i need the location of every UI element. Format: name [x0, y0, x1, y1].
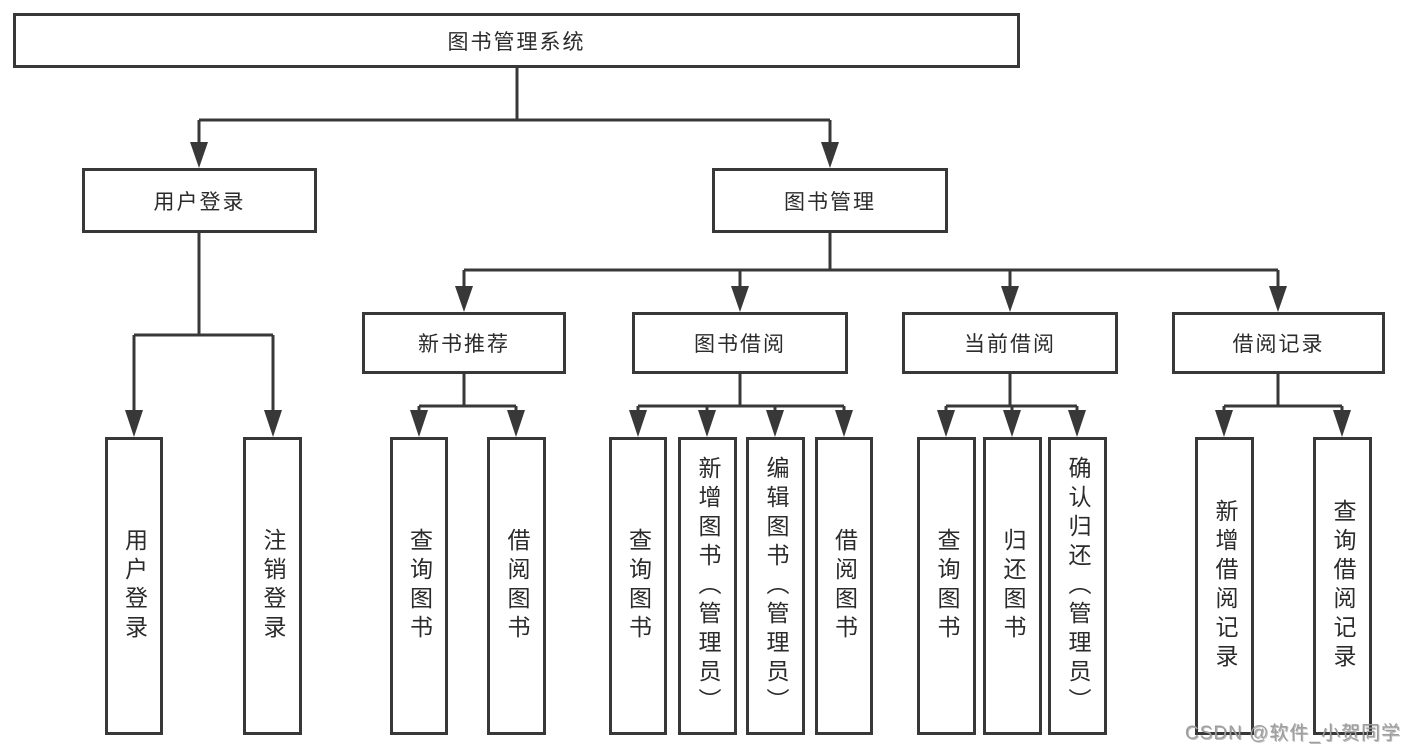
connector-root — [197, 68, 832, 143]
connector-book-mgmt — [462, 233, 1280, 287]
leaf-confirm-return-admin: 确认归还（管理员） — [1048, 437, 1107, 735]
arrowhead — [264, 410, 282, 437]
arrowhead — [937, 410, 955, 437]
node-new-book-recommend: 新书推荐 — [362, 312, 566, 374]
arrowhead — [410, 410, 428, 437]
leaf-borrow-query-books: 查询图书 — [609, 437, 667, 735]
arrowhead — [698, 410, 716, 437]
arrowhead — [1001, 286, 1019, 312]
node-user-login-group: 用户登录 — [82, 168, 317, 233]
node-book-management: 图书管理 — [712, 168, 948, 233]
leaf-borrow-books: 借阅图书 — [815, 437, 873, 735]
node-current-borrowing: 当前借阅 — [902, 312, 1118, 374]
connector-new-books — [417, 374, 518, 412]
arrowhead — [766, 410, 784, 437]
leaf-newbook-query-books: 查询图书 — [390, 437, 448, 735]
arrowhead — [1215, 410, 1233, 437]
leaf-current-query-books: 查询图书 — [917, 437, 976, 735]
arrowhead — [1269, 286, 1287, 312]
connector-current — [944, 374, 1079, 412]
arrowhead — [1068, 410, 1086, 437]
leaf-edit-books-admin: 编辑图书（管理员） — [746, 437, 805, 735]
csdn-watermark: CSDN @软件_小贺同学 — [1185, 723, 1401, 744]
arrowhead — [1333, 410, 1351, 437]
leaf-add-borrow-record: 新增借阅记录 — [1195, 437, 1254, 735]
leaf-return-books: 归还图书 — [983, 437, 1042, 735]
arrowhead — [835, 410, 853, 437]
arrowhead — [190, 142, 208, 168]
arrowhead — [507, 410, 525, 437]
connector-borrow — [636, 374, 846, 412]
node-book-borrowing: 图书借阅 — [632, 312, 848, 374]
arrowhead — [629, 410, 647, 437]
connector-records — [1222, 374, 1344, 412]
arrowhead — [125, 410, 143, 437]
node-library-system: 图书管理系统 — [13, 13, 1020, 68]
arrowhead — [1003, 410, 1021, 437]
connector-user-login — [132, 233, 275, 412]
arrowhead — [731, 286, 749, 312]
leaf-query-borrow-record: 查询借阅记录 — [1313, 437, 1372, 735]
node-borrowing-records: 借阅记录 — [1172, 312, 1385, 374]
leaf-add-books-admin: 新增图书（管理员） — [678, 437, 737, 735]
arrowheads — [125, 142, 1351, 437]
leaf-logout: 注销登录 — [243, 437, 302, 735]
leaf-user-login: 用户登录 — [105, 437, 163, 735]
arrowhead — [821, 142, 839, 168]
leaf-newbook-borrow-books: 借阅图书 — [487, 437, 546, 735]
arrowhead — [455, 286, 473, 312]
